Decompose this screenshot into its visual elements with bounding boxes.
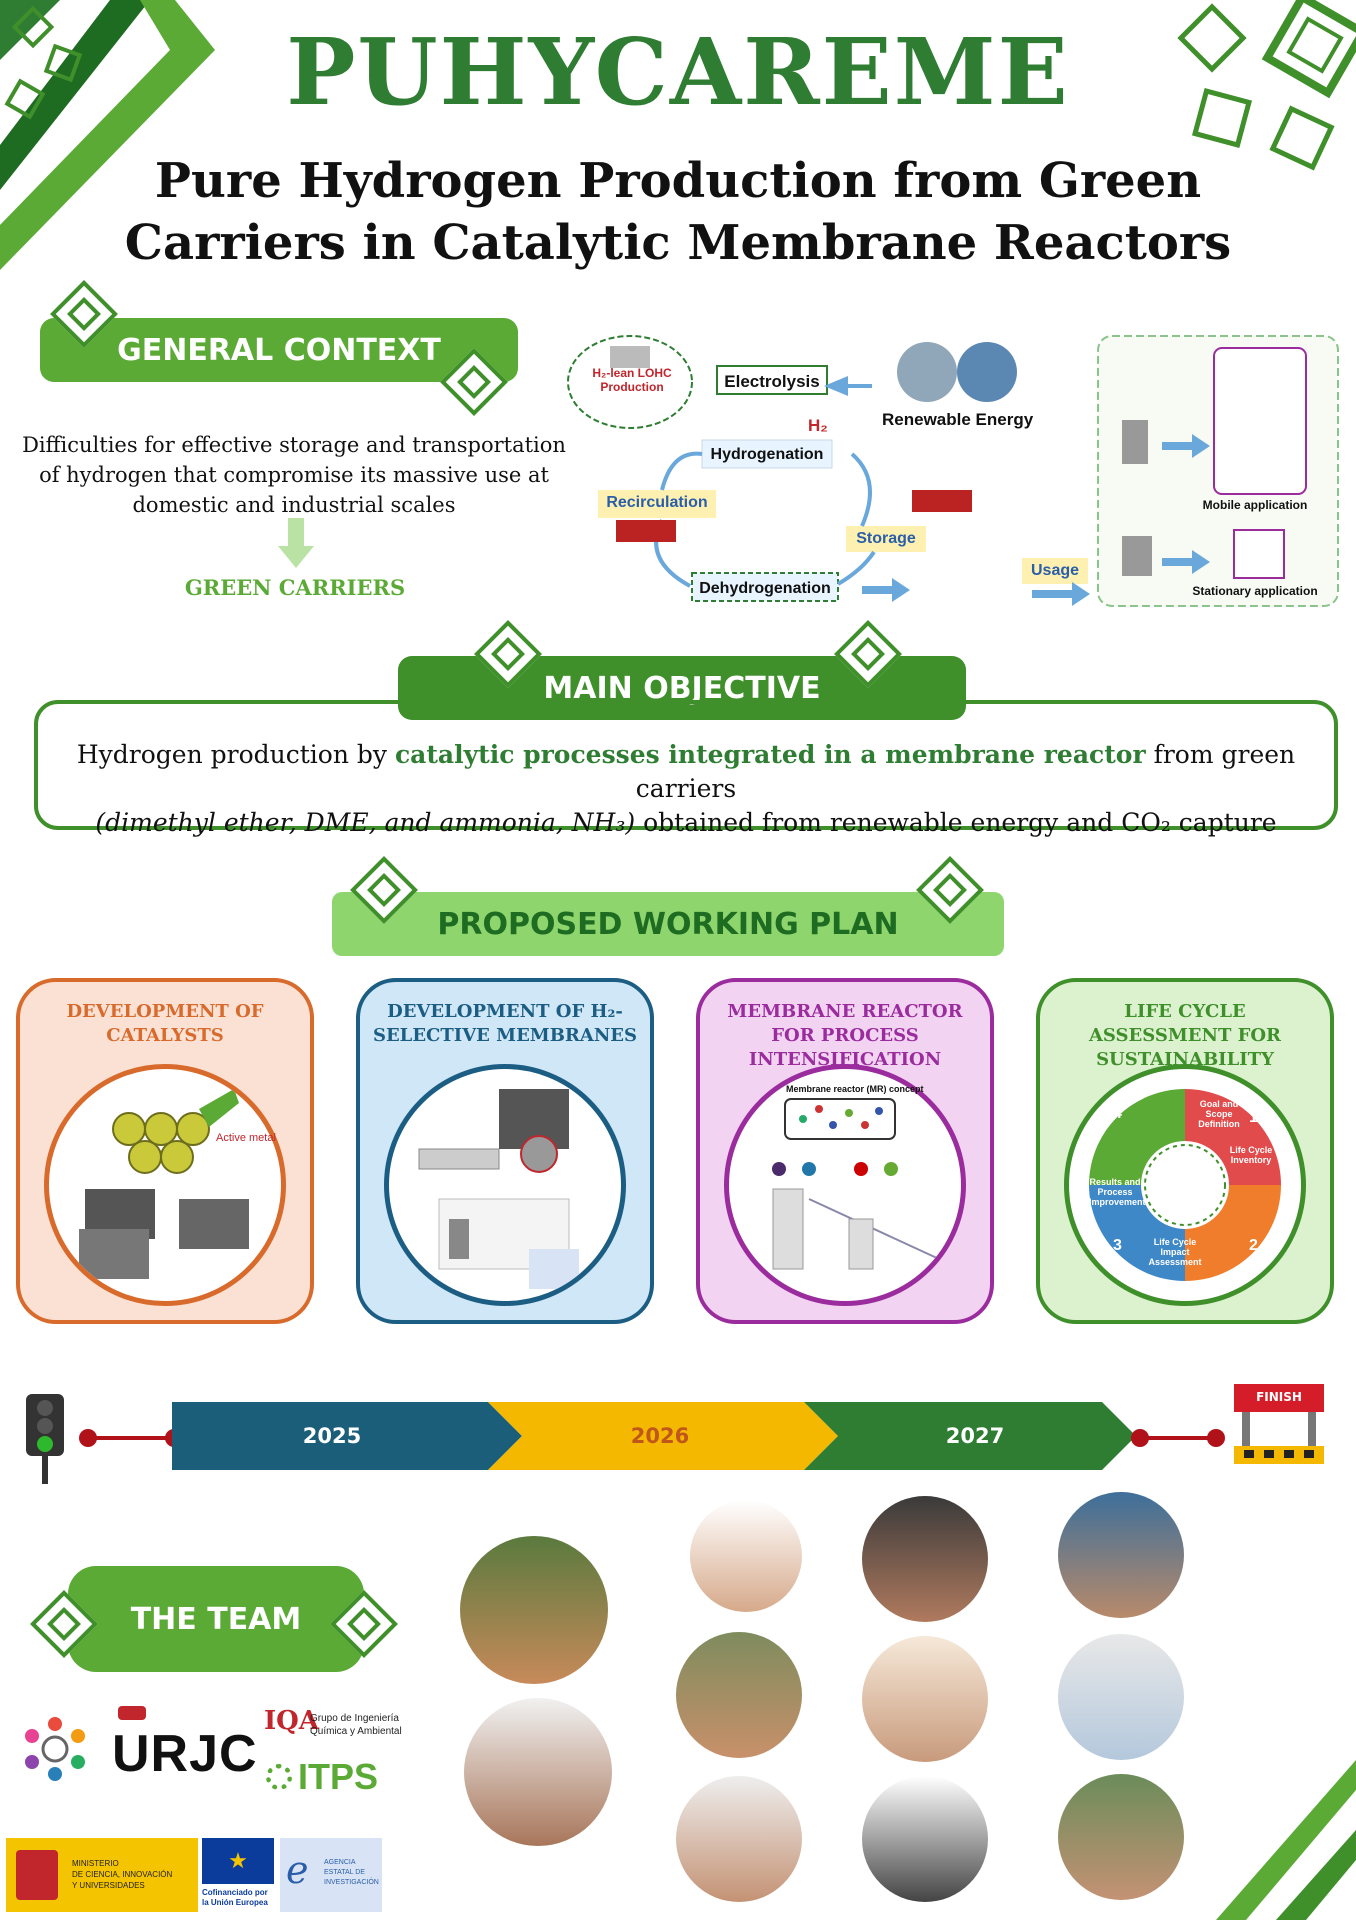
general-context-text: Difficulties for effective storage and t… [22, 433, 566, 517]
network-logo [25, 1717, 85, 1781]
team-member-photo [862, 1776, 988, 1902]
mr-concept-label: Membrane reactor (MR) concept [786, 1084, 924, 1094]
stationary-application-label: Stationary application [1192, 584, 1318, 598]
team-member-photo [464, 1698, 612, 1846]
plan-card-membrane-reactor: MEMBRANE REACTOR FOR PROCESS INTENSIFICA… [696, 978, 994, 1324]
lca-number-2: 2 [1249, 1237, 1258, 1254]
itps-text: ITPS [298, 1756, 379, 1797]
subtitle-line-2: Carriers in Catalytic Membrane Reactors [124, 215, 1232, 271]
lca-step-1-label: Goal and Scope Definition [1198, 1099, 1240, 1129]
objective-line-2: (dimethyl ether, DME, and ammonia, NH₃) … [95, 808, 1277, 837]
urjc-crown-icon [118, 1706, 146, 1720]
timeline-bar [172, 1402, 1136, 1470]
giqa-logo-mark: IQA [264, 1706, 319, 1736]
card-image [384, 1064, 626, 1306]
corner-decoration-bottom-right [1216, 1760, 1356, 1920]
itps-ring-icon [266, 1764, 292, 1790]
team-heading: THE TEAM [130, 1601, 302, 1637]
objective-highlight: catalytic processes integrated in a memb… [394, 740, 1146, 769]
timeline-year-2026: 2026 [630, 1424, 690, 1448]
membrane-illustration [418, 1089, 579, 1289]
project-subtitle: Pure Hydrogen Production from Green Carr… [100, 150, 1256, 274]
hydrogenation-label: Hydrogenation [710, 446, 824, 463]
general-context-banner: GENERAL CONTEXT [40, 318, 518, 382]
team-member-photo [862, 1496, 988, 1622]
green-carriers-label: GREEN CARRIERS [184, 575, 406, 600]
active-metal-label: Active metal [216, 1132, 276, 1144]
lca-number-4: 4 [1113, 1105, 1122, 1122]
objective-line-1: Hydrogen production by catalytic process… [76, 740, 1296, 803]
card-title: MEMBRANE REACTOR FOR PROCESS INTENSIFICA… [727, 1001, 963, 1070]
eu-flag-icon: ★ [202, 1838, 274, 1884]
down-arrow-icon [278, 518, 314, 568]
ministry-logo: MINISTERIO DE CIENCIA, INNOVACIÓN Y UNIV… [6, 1838, 198, 1912]
traffic-light-icon [26, 1394, 64, 1484]
recirculation-label: Recirculation [606, 494, 708, 511]
corner-decoration-top-left [0, 0, 215, 270]
team-member-photo [862, 1636, 988, 1762]
main-objective-text: Hydrogen production by catalytic process… [40, 738, 1332, 840]
card-title: DEVELOPMENT OF CATALYSTS [66, 1001, 264, 1046]
team-member-photo [676, 1776, 802, 1902]
lohc-production-label: H₂-lean LOHC Production [592, 366, 672, 394]
lca-number-1: 1 [1249, 1109, 1258, 1126]
timeline-year-2025: 2025 [302, 1424, 362, 1448]
team-member-photo [690, 1500, 802, 1612]
catalyst-illustration [79, 1089, 249, 1279]
finish-label: FINISH [1256, 1390, 1302, 1404]
renewable-energy-label: Renewable Energy [882, 410, 1034, 429]
hydrogen-cycle-diagram [567, 335, 1339, 607]
storage-label: Storage [856, 530, 916, 547]
h2-label: H₂ [808, 416, 828, 435]
lca-number-3: 3 [1113, 1237, 1122, 1254]
team-member-photo [1058, 1492, 1184, 1618]
team-member-photo [1058, 1774, 1184, 1900]
team-member-photo [1058, 1634, 1184, 1760]
mobile-application-label: Mobile application [1202, 498, 1308, 512]
spain-coat-of-arms-icon [16, 1850, 58, 1900]
working-plan-heading: PROPOSED WORKING PLAN [437, 906, 899, 942]
eu-logo: ★ Cofinanciado por la Unión Europea [202, 1838, 274, 1912]
plan-card-lca: LIFE CYCLE ASSESSMENT FOR SUSTAINABILITY… [1036, 978, 1334, 1324]
team-banner: THE TEAM [68, 1566, 364, 1672]
dehydrogenation-label: Dehydrogenation [699, 580, 831, 597]
card-image: Goal and Scope Definition Life Cycle Inv… [1064, 1064, 1306, 1306]
usage-label: Usage [1030, 562, 1080, 579]
electrolysis-label: Electrolysis [724, 372, 820, 391]
giqa-logo-text: Grupo de Ingeniería Química y Ambiental [310, 1713, 402, 1737]
card-image [44, 1064, 286, 1306]
corner-decoration-top-right [1177, 0, 1356, 171]
plan-card-membranes: DEVELOPMENT OF H₂-SELECTIVE MEMBRANES [356, 978, 654, 1324]
project-title: PUHYCAREME [286, 18, 1070, 126]
general-context-heading: GENERAL CONTEXT [117, 332, 441, 368]
timeline-end-connector [1131, 1429, 1225, 1447]
reactor-illustration [772, 1098, 940, 1270]
lca-step-2-label: Life Cycle Inventory [1229, 1145, 1273, 1165]
timeline-start-connector [79, 1429, 183, 1447]
card-title: DEVELOPMENT OF H₂-SELECTIVE MEMBRANES [372, 1001, 638, 1046]
itps-logo: ITPS [266, 1756, 378, 1798]
aei-mark-icon: e [286, 1848, 309, 1892]
lca-step-4-label: Results and Process Improvement [1089, 1177, 1146, 1207]
aei-logo: e AGENCIA ESTATAL DE INVESTIGACIÓN [280, 1838, 382, 1912]
team-member-photo [676, 1632, 802, 1758]
subtitle-line-1: Pure Hydrogen Production from Green [154, 153, 1202, 209]
urjc-logo: URJC [112, 1725, 258, 1783]
working-plan-banner: PROPOSED WORKING PLAN [332, 892, 1004, 956]
team-member-photo [460, 1536, 608, 1684]
lca-step-3-label: Life Cycle Impact Assessment [1148, 1237, 1202, 1267]
main-objective-heading: MAIN OBJECTIVE [543, 670, 821, 706]
plan-card-catalysts: DEVELOPMENT OF CATALYSTS Active metal [16, 978, 314, 1324]
lca-cycle-illustration [1089, 1089, 1281, 1281]
timeline-year-2027: 2027 [945, 1424, 1005, 1448]
main-objective-box [34, 700, 1338, 830]
finish-line-icon [1234, 1384, 1324, 1464]
card-title: LIFE CYCLE ASSESSMENT FOR SUSTAINABILITY [1088, 1001, 1282, 1070]
card-image [724, 1064, 966, 1306]
